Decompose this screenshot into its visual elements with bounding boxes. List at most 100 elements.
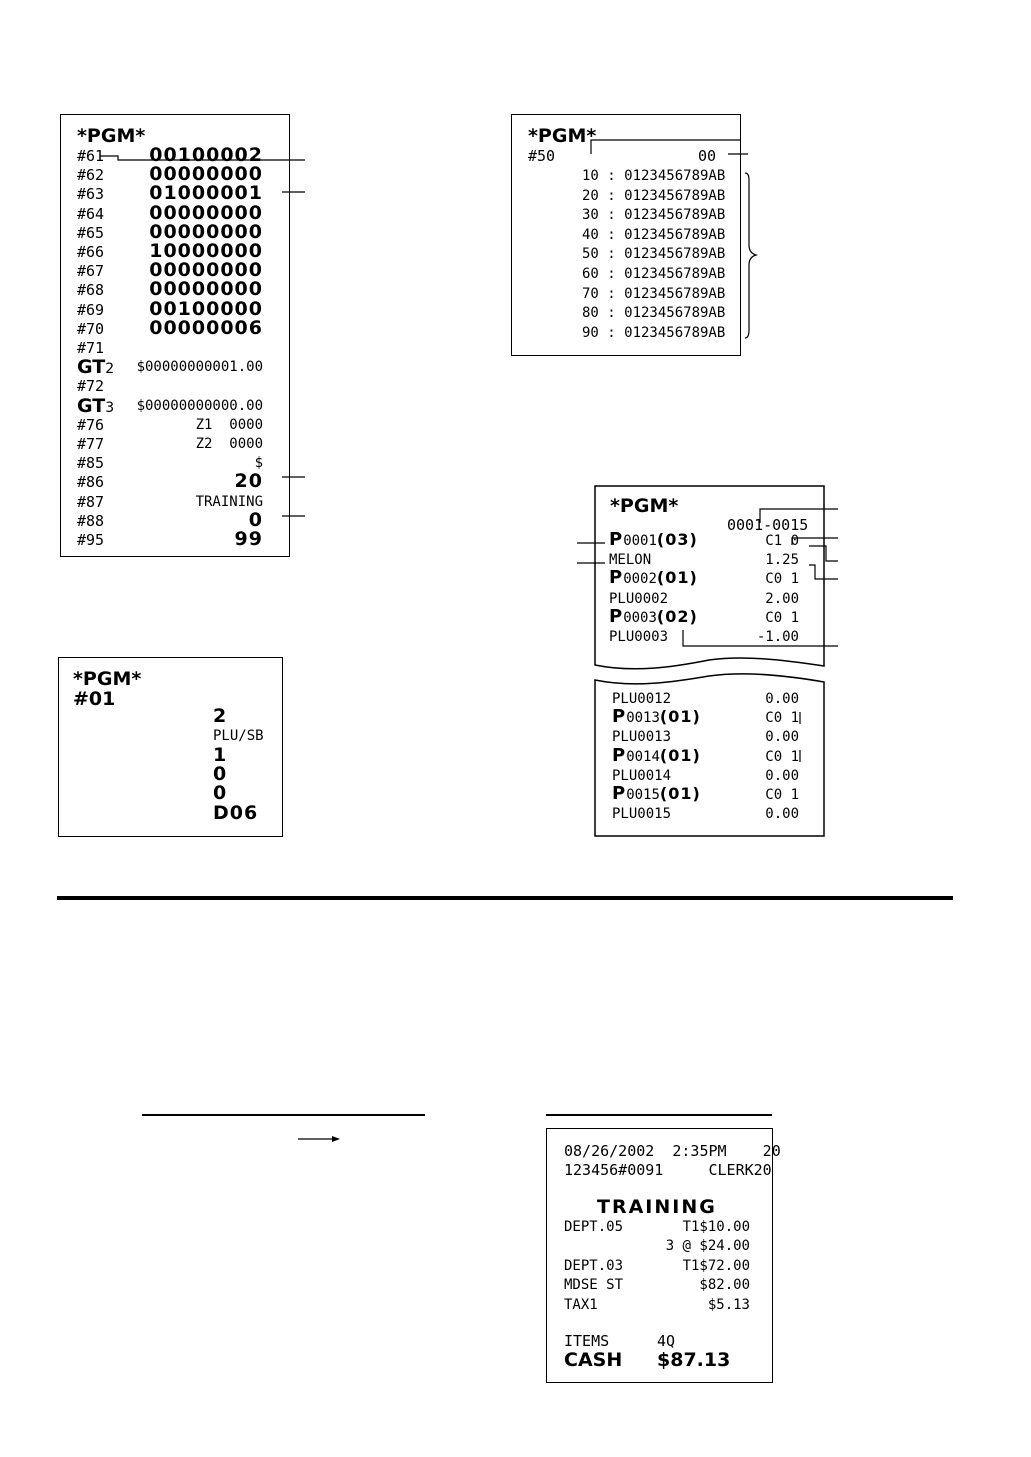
pgm-value: D06 bbox=[213, 801, 259, 824]
plu-code: P0001(03) bbox=[609, 529, 698, 550]
plu-name: PLU0015 bbox=[612, 806, 672, 823]
code-row: 30 : 0123456789AB bbox=[582, 207, 726, 224]
receipt-item-value: T1$10.00 bbox=[682, 1219, 750, 1235]
plu-name: MELON bbox=[609, 552, 652, 569]
plu-value: 0.00 bbox=[765, 691, 799, 707]
row-label: #87 bbox=[77, 492, 105, 511]
row-label: #70 bbox=[77, 319, 105, 338]
row-label: #77 bbox=[77, 435, 105, 453]
row-label: #86 bbox=[77, 473, 105, 492]
plu-value: C0 1 bbox=[765, 609, 799, 626]
plu-value: C1 0 bbox=[765, 533, 799, 549]
row-value: 00000006 bbox=[149, 316, 263, 339]
row-value: 00000000 bbox=[149, 201, 263, 224]
box3-header: *PGM* bbox=[73, 668, 142, 690]
receipt-item-value: $5.13 bbox=[707, 1296, 750, 1313]
plu-code: P0014(01) bbox=[612, 744, 701, 766]
plu-name: PLU0012 bbox=[612, 691, 672, 707]
code-row: 50 : 0123456789AB bbox=[582, 246, 726, 263]
row-label: #64 bbox=[77, 204, 105, 223]
row-value: TRAINING bbox=[195, 493, 263, 510]
plu-value: -1.00 bbox=[756, 629, 799, 645]
torn-edge-lower bbox=[594, 673, 825, 837]
code-row: 70 : 0123456789AB bbox=[582, 285, 726, 302]
plu-name: PLU0014 bbox=[612, 767, 672, 784]
row-value: 99 bbox=[234, 528, 263, 550]
row-value: $00000000000.00 bbox=[136, 397, 263, 414]
box2-header: *PGM* bbox=[528, 125, 597, 147]
plu-value: C0 1 bbox=[765, 748, 799, 765]
row-label: #76 bbox=[77, 415, 105, 434]
gt-label: GT3 bbox=[77, 394, 115, 417]
row-label: #67 bbox=[77, 262, 105, 281]
box2-code: 00 bbox=[698, 147, 717, 165]
row-value: 00000000 bbox=[149, 163, 263, 186]
box2-label: #50 bbox=[528, 147, 556, 165]
row-value: 01000001 bbox=[149, 182, 263, 205]
receipt-item-label: DEPT.05 bbox=[564, 1219, 624, 1235]
row-value: Z1 0000 bbox=[195, 416, 263, 433]
row-label: #62 bbox=[77, 166, 105, 185]
row-label: #66 bbox=[77, 243, 105, 261]
pgm-value: 0 bbox=[213, 762, 228, 785]
receipt-title: TRAINING bbox=[597, 1196, 717, 1218]
row-value: 20 bbox=[234, 470, 263, 493]
row-value: $00000000001.00 bbox=[136, 359, 263, 376]
receipt-id-clerk: 123456#0091 CLERK20 bbox=[564, 1161, 772, 1179]
box1-header: *PGM* bbox=[77, 125, 146, 147]
code-row: 20 : 0123456789AB bbox=[582, 187, 726, 204]
plu-code: P0002(01) bbox=[609, 567, 698, 589]
plu-value: C0 1 bbox=[765, 787, 799, 803]
plu-name: PLU0002 bbox=[609, 590, 669, 607]
plu-name: PLU0013 bbox=[612, 729, 672, 746]
code-row: 10 : 0123456789AB bbox=[582, 168, 726, 184]
pgm-value: 2 bbox=[213, 705, 228, 727]
plu-value: C0 1 bbox=[765, 710, 799, 727]
row-label: #71 bbox=[77, 339, 105, 357]
pgm-report-box-2: *PGM* #50 00 10 : 0123456789AB 20 : 01234… bbox=[511, 114, 741, 356]
receipt-item-label: MDSE ST bbox=[564, 1277, 624, 1294]
row-label: #69 bbox=[77, 300, 105, 319]
torn-edge-upper bbox=[594, 485, 825, 670]
code-row: 40 : 0123456789AB bbox=[582, 226, 726, 243]
plu-value: 0.00 bbox=[765, 806, 799, 823]
plu-value: C0 1 bbox=[765, 571, 799, 588]
row-label: #88 bbox=[77, 511, 105, 530]
row-value: 0 bbox=[248, 508, 263, 531]
plu-value: 0.00 bbox=[765, 767, 799, 784]
row-value: Z2 0000 bbox=[195, 436, 263, 452]
pgm-value: 0 bbox=[213, 782, 228, 805]
receipt-item-value: $82.00 bbox=[699, 1277, 750, 1294]
section-divider bbox=[57, 896, 953, 900]
row-value: 00000000 bbox=[149, 259, 263, 282]
plu-code: P0015(01) bbox=[612, 783, 701, 804]
row-label: #63 bbox=[77, 185, 105, 204]
receipt-item-label: DEPT.03 bbox=[564, 1257, 624, 1274]
code-row: 90 : 0123456789AB bbox=[582, 324, 726, 341]
pgm-value: 1 bbox=[213, 743, 228, 766]
code-row: 80 : 0123456789AB bbox=[582, 305, 726, 322]
row-label: #68 bbox=[77, 281, 105, 300]
receipt-datetime: 08/26/2002 2:35PM 20 bbox=[564, 1142, 781, 1160]
row-value: $ bbox=[254, 455, 263, 472]
plu-value: 2.00 bbox=[765, 590, 799, 607]
box4-header: *PGM* bbox=[610, 495, 679, 517]
receipt-item-label: TAX1 bbox=[564, 1296, 598, 1313]
plu-value: 0.00 bbox=[765, 729, 799, 746]
gt-label: GT2 bbox=[77, 356, 115, 379]
plu-code: P0003(02) bbox=[609, 605, 698, 627]
code-row: 60 : 0123456789AB bbox=[582, 266, 726, 282]
row-value: 00100000 bbox=[149, 297, 263, 320]
row-value: 00000000 bbox=[149, 278, 263, 301]
cash-value: $87.13 bbox=[657, 1349, 731, 1371]
row-value: 00000000 bbox=[149, 220, 263, 243]
left-title-rule bbox=[142, 1114, 425, 1116]
training-receipt: 08/26/2002 2:35PM 20 123456#0091 CLERK20… bbox=[546, 1128, 781, 1383]
items-count: 4Q bbox=[657, 1332, 676, 1350]
row-value: 10000000 bbox=[149, 240, 263, 262]
plu-name: PLU0003 bbox=[609, 629, 669, 645]
